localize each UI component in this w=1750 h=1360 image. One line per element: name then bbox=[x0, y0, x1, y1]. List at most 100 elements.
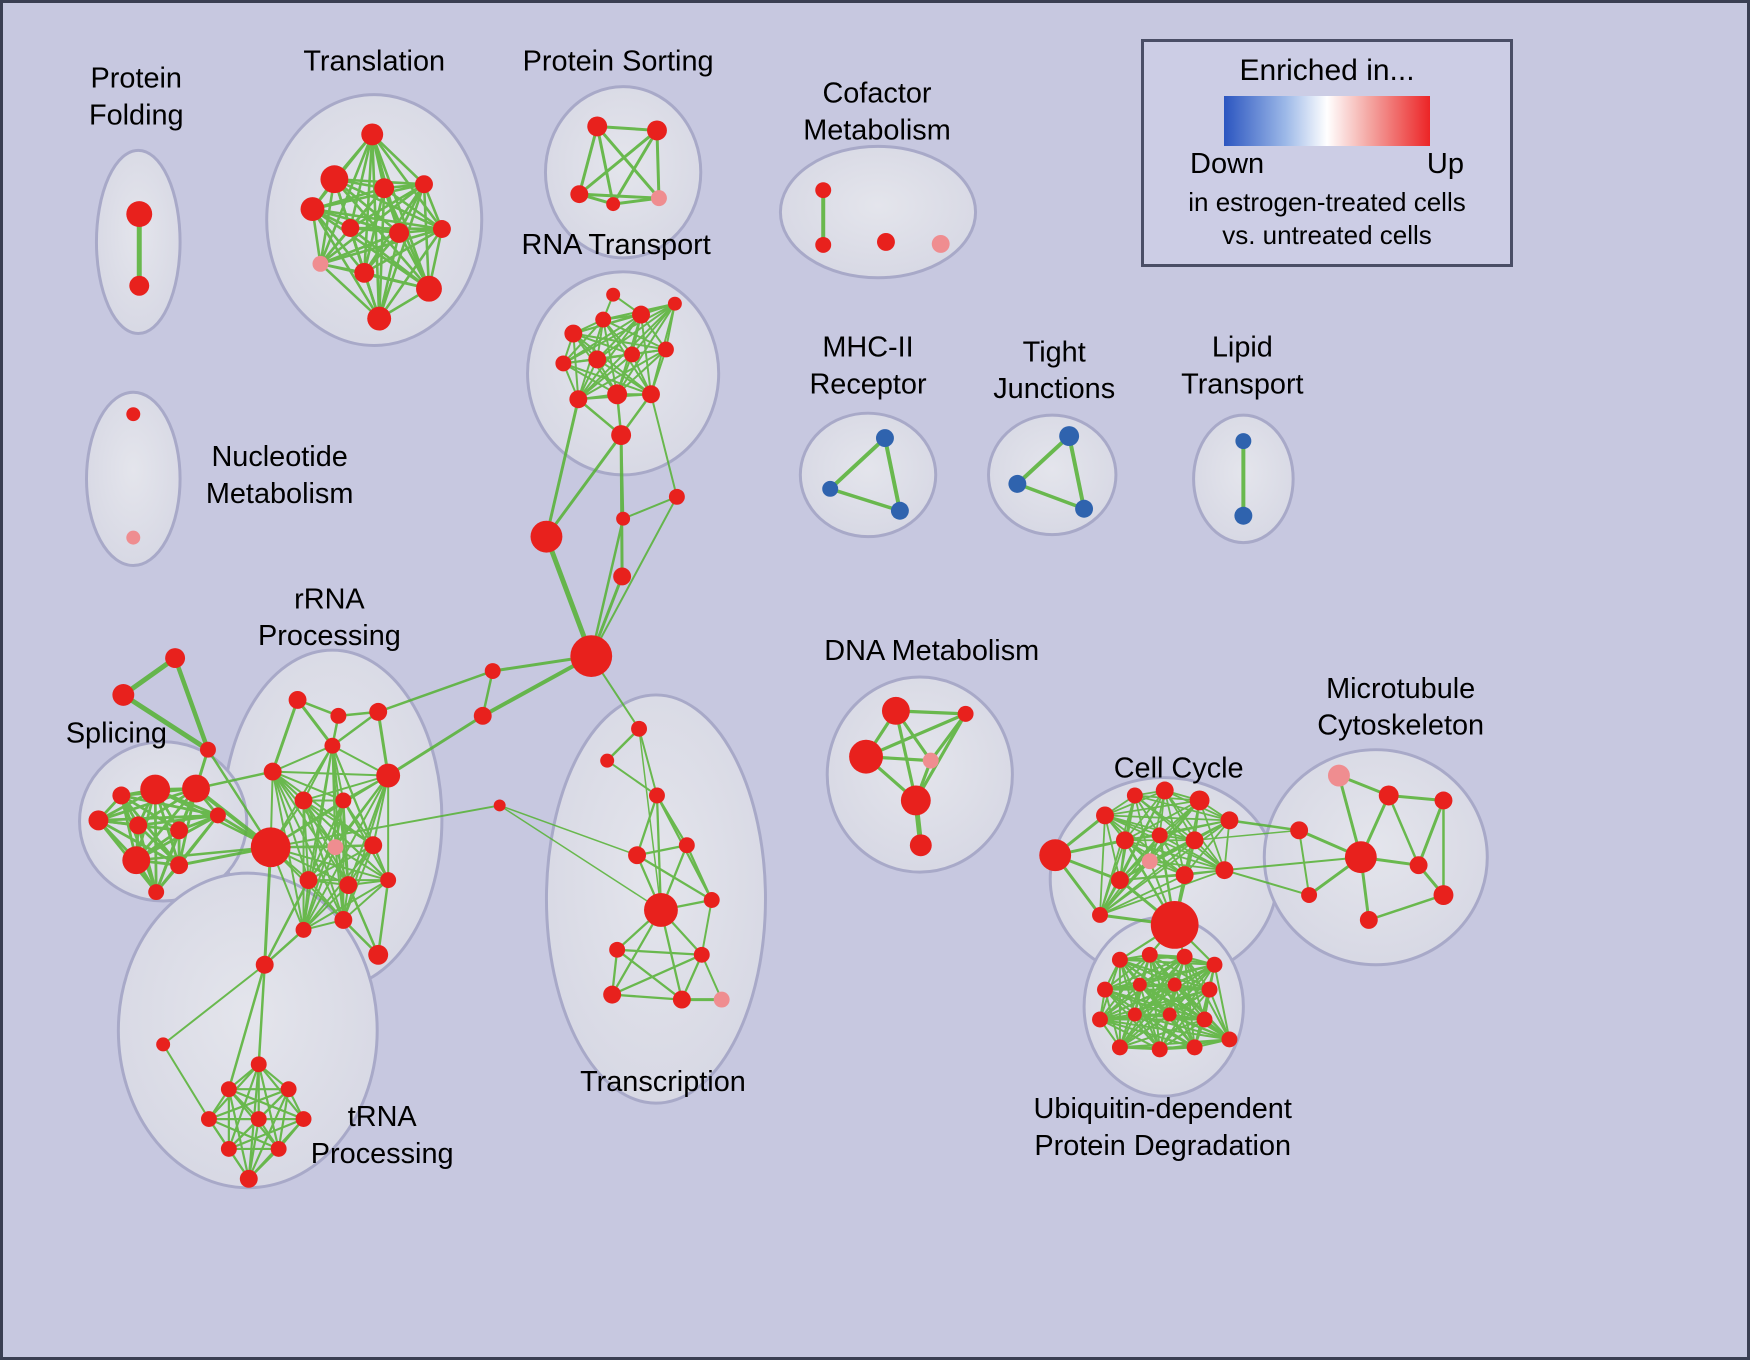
network-edge bbox=[655, 794, 663, 912]
network-node bbox=[1301, 887, 1318, 904]
network-node bbox=[1176, 948, 1193, 965]
network-node bbox=[632, 305, 650, 324]
network-node bbox=[295, 921, 312, 938]
network-edge bbox=[1208, 988, 1231, 1041]
network-edge bbox=[227, 1088, 305, 1121]
network-node bbox=[672, 990, 691, 1009]
network-node bbox=[881, 696, 910, 725]
network-node bbox=[876, 232, 895, 251]
network-edge bbox=[700, 899, 713, 956]
network-node bbox=[209, 807, 226, 824]
network-edge bbox=[1123, 789, 1166, 842]
network-edge bbox=[377, 231, 401, 320]
network-node bbox=[1155, 781, 1174, 800]
network-edge bbox=[172, 655, 211, 752]
network-edge bbox=[1213, 963, 1231, 1041]
network-node bbox=[1111, 1039, 1128, 1056]
network-edge bbox=[615, 948, 703, 956]
network-node bbox=[642, 385, 660, 404]
network-edge bbox=[1103, 955, 1186, 991]
network-edge bbox=[1417, 798, 1445, 867]
network-edge bbox=[864, 712, 968, 759]
network-node bbox=[320, 165, 349, 194]
network-node bbox=[849, 739, 883, 774]
network-node bbox=[1359, 910, 1378, 929]
cluster-ellipse-mhc-ii-receptor bbox=[798, 411, 938, 539]
network-edge bbox=[562, 362, 619, 396]
network-edge bbox=[1104, 814, 1186, 877]
network-node bbox=[1097, 981, 1113, 998]
network-edge bbox=[257, 1063, 280, 1151]
network-edge bbox=[1099, 983, 1141, 1021]
network-node bbox=[1196, 1011, 1213, 1028]
network-node bbox=[1290, 821, 1309, 840]
network-node bbox=[330, 707, 347, 724]
network-edge bbox=[1103, 953, 1151, 991]
network-edge bbox=[635, 854, 713, 902]
cluster-ellipse-nucleotide-metabolism bbox=[85, 390, 182, 568]
network-node bbox=[129, 275, 150, 296]
network-edge bbox=[227, 1088, 250, 1180]
network-edge bbox=[700, 953, 723, 1001]
network-edge bbox=[1133, 988, 1211, 1016]
network-node bbox=[1110, 871, 1129, 890]
network-node bbox=[1215, 861, 1234, 880]
cluster-label-lipid-transport: Transport bbox=[1181, 368, 1303, 400]
network-node bbox=[288, 690, 307, 709]
network-edge bbox=[1118, 958, 1216, 966]
network-node bbox=[650, 190, 667, 207]
network-node bbox=[603, 985, 622, 1004]
network-edge bbox=[1163, 789, 1196, 842]
network-node bbox=[389, 223, 410, 243]
network-node bbox=[112, 683, 135, 706]
legend-title: Enriched in... bbox=[1239, 54, 1415, 87]
cluster-label-translation: Translation bbox=[303, 46, 445, 78]
network-edge bbox=[342, 799, 390, 882]
cluster-label-protein-folding: Protein bbox=[91, 63, 182, 95]
network-node bbox=[693, 946, 710, 963]
network-edge bbox=[302, 774, 390, 802]
network-edge bbox=[302, 799, 375, 847]
network-edge bbox=[577, 128, 659, 196]
network-node bbox=[613, 567, 632, 586]
network-node bbox=[364, 836, 383, 855]
cluster-label-ubiquitin-degradation: Ubiquitin-dependent bbox=[1034, 1093, 1292, 1125]
network-node bbox=[1151, 827, 1168, 844]
network-node bbox=[667, 296, 682, 311]
network-node bbox=[1344, 841, 1377, 874]
cluster-label-mhc-ii-receptor: MHC-II bbox=[822, 331, 913, 363]
network-node bbox=[1221, 1031, 1238, 1048]
network-node bbox=[530, 520, 563, 553]
network-edge bbox=[615, 948, 684, 1001]
network-node bbox=[1150, 901, 1199, 949]
network-edge bbox=[1015, 434, 1072, 486]
cluster-label-transcription: Transcription bbox=[580, 1066, 746, 1098]
network-edge bbox=[349, 182, 426, 230]
network-edge bbox=[1387, 794, 1420, 867]
network-edge bbox=[1158, 819, 1231, 837]
network-edge bbox=[97, 814, 220, 822]
network-node bbox=[606, 197, 621, 212]
network-node bbox=[1127, 1007, 1142, 1022]
network-edge bbox=[655, 128, 661, 200]
network-node bbox=[1186, 1039, 1203, 1056]
network-node bbox=[484, 663, 501, 680]
network-node bbox=[170, 856, 189, 875]
cluster-label-nucleotide-metabolism: Metabolism bbox=[206, 478, 354, 510]
network-edge bbox=[302, 799, 345, 921]
network-node bbox=[1151, 1041, 1168, 1058]
network-edge bbox=[271, 744, 334, 773]
network-edge bbox=[333, 177, 401, 235]
network-node bbox=[380, 872, 397, 889]
network-node bbox=[294, 791, 313, 810]
network-node bbox=[129, 816, 148, 835]
network-node bbox=[1162, 1007, 1177, 1022]
network-edge bbox=[638, 728, 662, 911]
network-node bbox=[606, 287, 621, 302]
network-edge bbox=[386, 714, 485, 778]
network-node bbox=[182, 774, 210, 803]
network-node bbox=[624, 346, 641, 363]
legend-up-label: Up bbox=[1426, 148, 1464, 180]
network-node bbox=[1327, 764, 1350, 787]
network-node bbox=[600, 753, 615, 768]
